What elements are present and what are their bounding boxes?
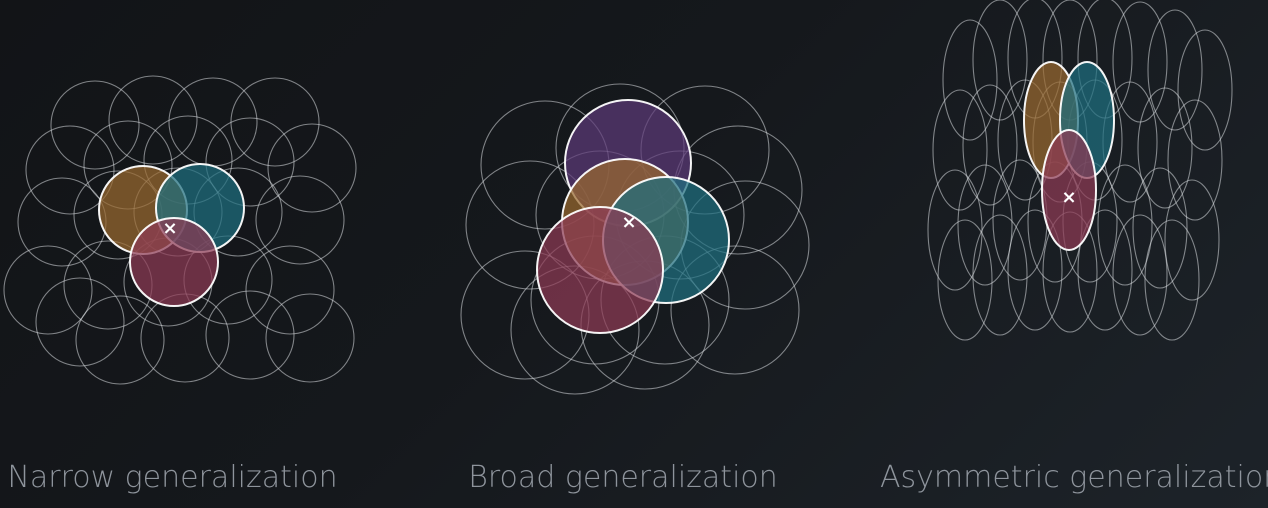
field-outline	[255, 175, 345, 265]
crimson-field	[129, 217, 219, 307]
field-outline	[3, 245, 93, 335]
field-outline	[927, 169, 983, 291]
stimulus-marker-icon: ×	[621, 212, 636, 233]
field-outline	[245, 245, 335, 335]
field-outline	[1097, 164, 1153, 286]
field-outline	[1112, 1, 1168, 123]
crimson-field	[536, 206, 664, 334]
field-outline	[937, 219, 993, 341]
field-outline	[1077, 209, 1133, 331]
crimson-field	[1041, 129, 1097, 251]
broad-generalization-panel: ×	[460, 83, 810, 395]
field-outline	[108, 75, 198, 165]
field-outline	[205, 117, 295, 207]
field-outline	[962, 84, 1018, 206]
field-outline	[1112, 214, 1168, 336]
field-outline	[1137, 87, 1193, 209]
narrow-generalization-panel: ×	[3, 75, 357, 385]
field-outline	[972, 214, 1028, 336]
field-outline	[1007, 209, 1063, 331]
field-outline	[1167, 99, 1223, 221]
field-outline	[932, 89, 988, 211]
field-outline	[50, 80, 140, 170]
field-outline	[17, 177, 107, 267]
field-outline	[1147, 9, 1203, 131]
field-outline	[267, 123, 357, 213]
field-outline	[75, 295, 165, 385]
field-outline	[1177, 29, 1233, 151]
field-outline	[25, 125, 115, 215]
field-outline	[205, 290, 295, 380]
field-outline	[1164, 179, 1220, 301]
field-outline	[265, 293, 355, 383]
asymmetric-caption: Asymmetric generalization	[880, 460, 1268, 495]
field-outline	[1132, 167, 1188, 289]
asymmetric-generalization-panel: ×	[927, 0, 1233, 341]
field-outline	[1144, 219, 1200, 341]
field-outline	[957, 164, 1013, 286]
field-outline	[972, 0, 1028, 121]
stimulus-marker-icon: ×	[162, 218, 177, 239]
field-outline	[35, 277, 125, 367]
field-outline	[942, 19, 998, 141]
field-outline	[230, 77, 320, 167]
broad-caption: Broad generalization	[468, 460, 778, 495]
narrow-caption: Narrow generalization	[7, 460, 338, 495]
stimulus-marker-icon: ×	[1061, 187, 1076, 208]
field-outline	[670, 245, 800, 375]
